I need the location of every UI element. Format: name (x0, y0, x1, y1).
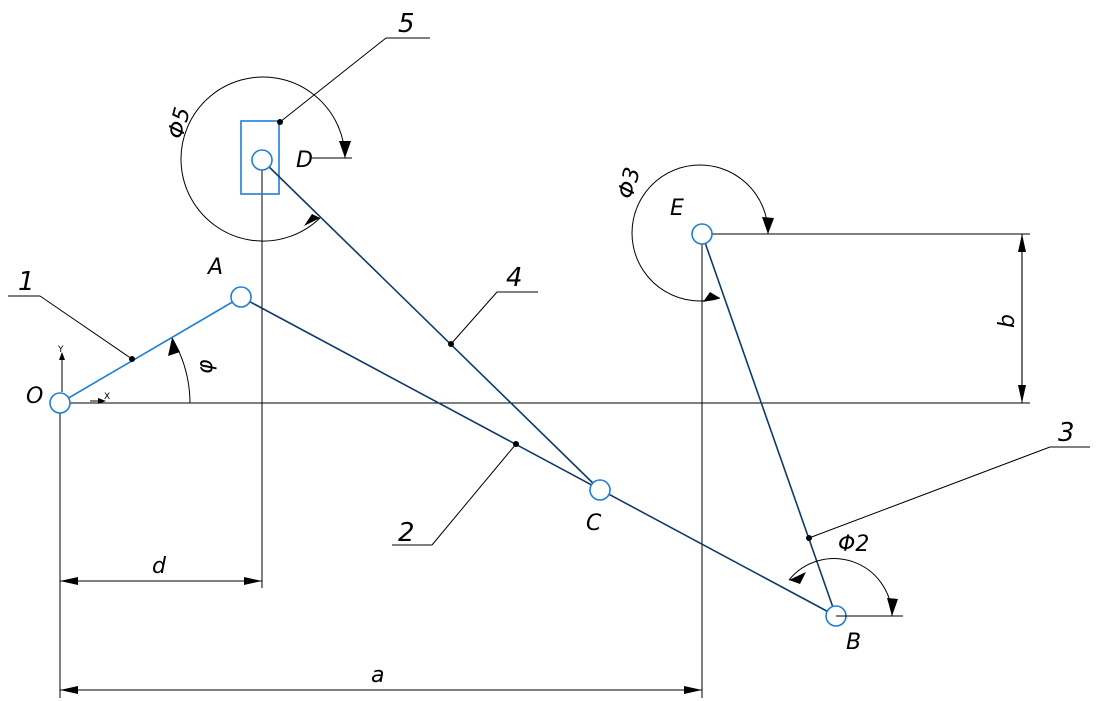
label-angle-phi5: Φ5 (164, 105, 196, 142)
leader-dot-link-1 (129, 356, 135, 362)
angle-arrow-phi3-end (703, 292, 720, 302)
label-angle-phi3: Φ3 (614, 165, 646, 202)
leader-link-5 (279, 37, 387, 123)
joint-o (49, 392, 71, 414)
leader-link-3 (808, 446, 1051, 539)
angle-arc-phi3 (631, 164, 769, 302)
leader-dot-link-4 (448, 341, 454, 347)
label-link-1: 1 (18, 267, 35, 297)
dimension-arrow-b-top (1018, 234, 1026, 252)
link-2-ab (240, 296, 837, 617)
dimension-arrow-d-right (244, 577, 262, 585)
angle-arrow-phi2 (887, 598, 898, 616)
label-link-5: 5 (398, 9, 415, 39)
angle-arrow-phi5-end (304, 214, 320, 226)
slider-block-5 (240, 120, 280, 195)
link-3-eb (701, 233, 837, 617)
leader-dot-link-2 (513, 441, 519, 447)
label-link-3: 3 (1058, 418, 1075, 448)
label-dimension-a: a (371, 663, 384, 688)
angle-arrow-phi2-end (789, 572, 806, 584)
joint-e (691, 223, 713, 245)
angle-arrow-phi1 (168, 338, 180, 356)
joint-d (251, 149, 273, 171)
label-point-e: E (670, 196, 684, 221)
angle-arrow-phi5 (339, 141, 351, 158)
label-point-a: A (206, 255, 223, 280)
joint-a (230, 286, 252, 308)
leader-link-1 (39, 295, 133, 360)
angle-arrow-phi3 (762, 217, 774, 234)
angle-arc-phi2 (788, 558, 893, 617)
dimension-arrow-b-bottom (1018, 385, 1026, 403)
label-point-b: B (846, 630, 861, 655)
label-point-d: D (296, 148, 313, 173)
dimension-arrow-a-left (60, 686, 78, 694)
leader-dot-link-5 (277, 119, 283, 125)
axis-x-mini-arrow (98, 398, 106, 404)
label-point-o: O (26, 384, 43, 409)
label-angle-phi1: φ (193, 359, 218, 374)
joint-c (589, 479, 611, 501)
label-dimension-b: b (995, 314, 1020, 328)
label-point-c: C (586, 511, 602, 536)
label-angle-phi2: Φ2 (838, 532, 869, 557)
dimension-arrow-d-left (60, 577, 78, 585)
link-1-oa (59, 296, 242, 404)
leader-link-4 (450, 291, 498, 345)
link-4-dc (261, 159, 601, 491)
dimension-arrow-a-right (684, 686, 702, 694)
axis-y-mini-arrow (59, 352, 65, 360)
label-link-4: 4 (506, 263, 523, 293)
leader-link-2 (431, 443, 517, 546)
label-axis-y: Y (57, 345, 64, 355)
label-dimension-d: d (152, 554, 167, 579)
label-axis-x: X (104, 392, 110, 402)
label-link-2: 2 (398, 518, 415, 548)
angle-arc-phi5 (180, 76, 346, 242)
leader-dot-link-3 (806, 535, 812, 541)
